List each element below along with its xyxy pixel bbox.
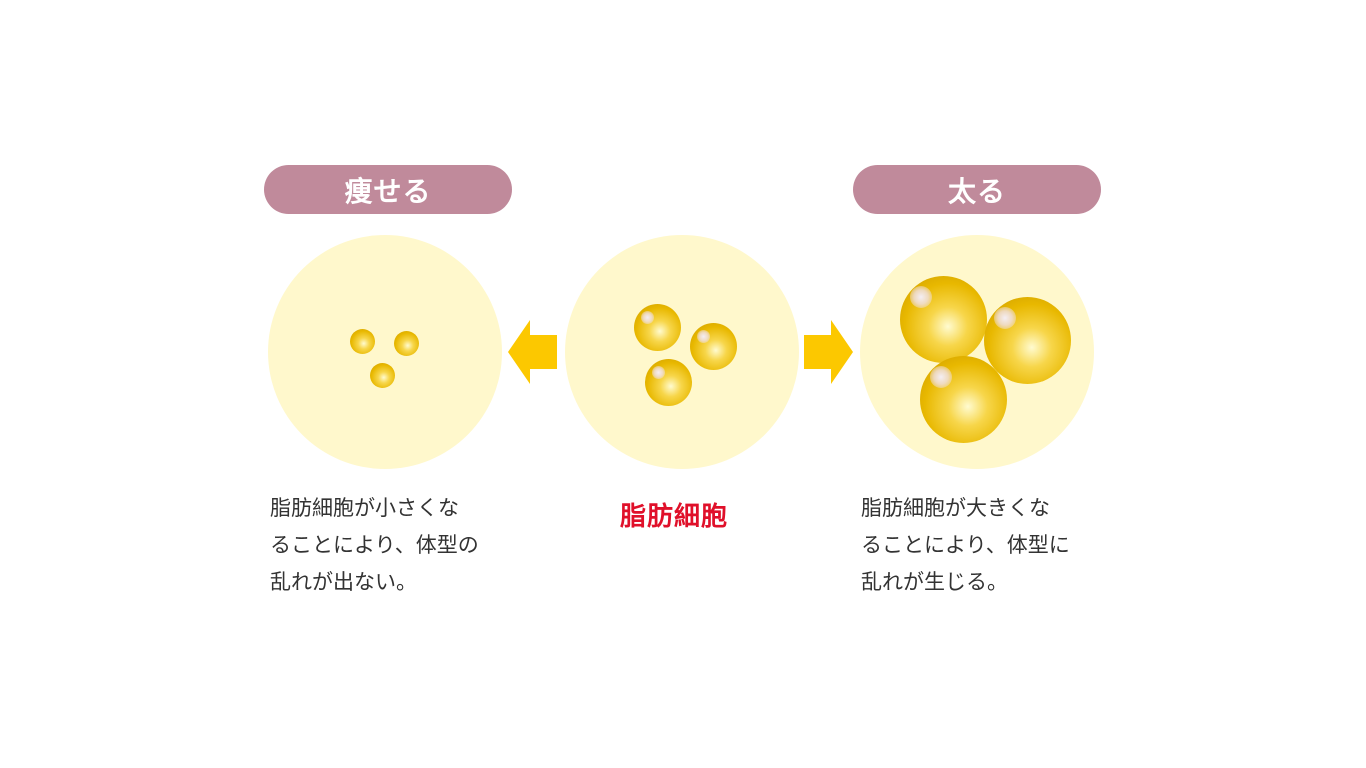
large-fat-cells-circle	[860, 235, 1094, 469]
fat-cell-icon	[645, 359, 692, 406]
arrow-left-icon	[508, 320, 557, 384]
fat-cell-icon	[350, 329, 375, 354]
description-line: 乱れが生じる。	[861, 570, 1008, 594]
small-fat-cells-circle	[268, 235, 502, 469]
description-line: 乱れが出ない。	[270, 570, 417, 594]
fat-cell-icon	[690, 323, 737, 370]
lose-weight-label: 痩せる	[264, 165, 512, 214]
gain-weight-text: 太る	[947, 174, 1006, 208]
fat-cell-icon	[394, 331, 419, 356]
normal-fat-cells-circle	[565, 235, 799, 469]
lose-weight-description: 脂肪細胞が小さくな ることにより、体型の 乱れが出ない。	[270, 490, 540, 601]
fat-cell-icon	[920, 356, 1007, 443]
gain-weight-label: 太る	[853, 165, 1101, 214]
arrow-right-icon	[804, 320, 853, 384]
fat-cell-title: 脂肪細胞	[620, 502, 729, 532]
lose-weight-text: 痩せる	[344, 174, 432, 208]
description-line: 脂肪細胞が大きくな	[861, 496, 1050, 520]
gain-weight-description: 脂肪細胞が大きくな ることにより、体型に 乱れが生じる。	[861, 490, 1131, 601]
fat-cell-icon	[900, 276, 987, 363]
description-line: 脂肪細胞が小さくな	[270, 496, 459, 520]
fat-cell-icon	[984, 297, 1071, 384]
description-line: ることにより、体型の	[270, 533, 479, 557]
fat-cell-icon	[370, 363, 395, 388]
fat-cell-icon	[634, 304, 681, 351]
description-line: ることにより、体型に	[861, 533, 1070, 557]
